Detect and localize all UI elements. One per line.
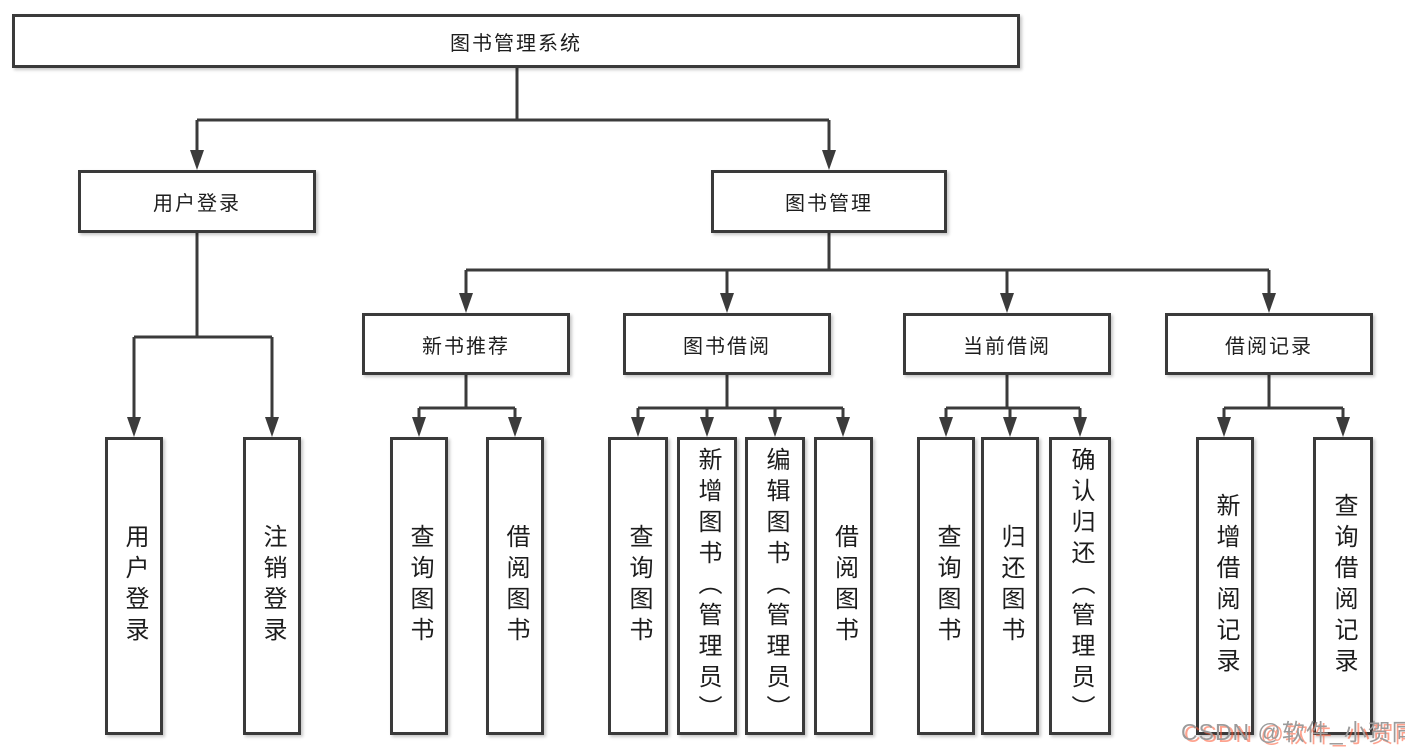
leaf-query-book-borrow: 查询图书 [608,437,668,735]
leaf-query-book-borrow-label: 查询图书 [625,524,652,648]
node-current-borrow: 当前借阅 [903,313,1111,375]
connector-current-to-leaves [939,375,1087,437]
node-root: 图书管理系统 [12,14,1020,68]
arrow-down-icon [1217,417,1231,437]
node-user-login-label: 用户登录 [153,193,241,215]
leaf-query-book-recommend: 查询图书 [390,437,448,735]
connector-root-to-level2 [190,68,836,170]
node-borrow-record: 借阅记录 [1165,313,1373,375]
arrow-down-icon [836,417,850,437]
node-new-book-recommend-label: 新书推荐 [422,335,510,358]
csdn-watermark: CSDN @软件_小贺同学 [1181,719,1405,745]
leaf-edit-book-admin-label: 编辑图书（管理员） [762,446,789,726]
node-borrow-record-label: 借阅记录 [1225,335,1313,358]
arrow-down-icon [700,417,714,437]
arrow-down-icon [127,417,141,437]
leaf-query-book-recommend-label: 查询图书 [406,524,433,648]
leaf-return-book: 归还图书 [981,437,1039,735]
node-book-management-label: 图书管理 [785,193,873,215]
arrow-down-icon [631,417,645,437]
arrow-down-icon [459,293,473,313]
arrow-down-icon [1073,417,1087,437]
node-book-borrow: 图书借阅 [623,313,831,375]
leaf-borrow-book-recommend-label: 借阅图书 [502,524,529,648]
arrow-down-icon [768,417,782,437]
connector-recommend-to-leaves [412,375,522,437]
leaf-confirm-return-admin: 确认归还（管理员） [1049,437,1111,735]
connector-book-mgmt-to-level3 [459,233,1276,313]
leaf-add-book-admin-label: 新增图书（管理员） [694,446,721,726]
leaf-add-book-admin: 新增图书（管理员） [677,437,737,735]
arrow-down-icon [508,417,522,437]
leaf-user-login: 用户登录 [105,437,163,735]
node-book-management: 图书管理 [711,170,947,233]
leaf-borrow-book-label: 借阅图书 [830,524,858,648]
leaf-return-book-label: 归还图书 [997,524,1024,648]
leaf-query-book-current-label: 查询图书 [933,524,960,648]
arrow-down-icon [1003,417,1017,437]
arrow-down-icon [939,417,953,437]
arrow-down-icon [265,417,279,437]
arrow-down-icon [190,150,204,170]
connector-borrow-to-leaves [631,375,850,437]
node-book-borrow-label: 图书借阅 [683,335,771,358]
leaf-logout-label: 注销登录 [259,524,286,648]
leaf-query-borrow-record-label: 查询借阅记录 [1330,493,1357,679]
arrow-down-icon [720,293,734,313]
connector-record-to-leaves [1217,375,1350,437]
node-new-book-recommend: 新书推荐 [362,313,570,375]
leaf-query-book-current: 查询图书 [917,437,975,735]
leaf-logout: 注销登录 [243,437,301,735]
arrow-down-icon [822,150,836,170]
node-root-label: 图书管理系统 [450,32,582,55]
leaf-confirm-return-admin-label: 确认归还（管理员） [1067,446,1094,726]
arrow-down-icon [412,417,426,437]
leaf-add-borrow-record: 新增借阅记录 [1196,437,1254,735]
leaf-query-borrow-record: 查询借阅记录 [1313,437,1373,735]
arrow-down-icon [1000,293,1014,313]
leaf-user-login-label: 用户登录 [121,524,148,648]
leaf-edit-book-admin: 编辑图书（管理员） [745,437,805,735]
arrow-down-icon [1336,417,1350,437]
connector-user-login-to-leaves [127,233,279,437]
arrow-down-icon [1262,293,1276,313]
leaf-add-borrow-record-label: 新增借阅记录 [1212,493,1239,679]
leaf-borrow-book: 借阅图书 [814,437,873,735]
node-current-borrow-label: 当前借阅 [963,335,1051,358]
leaf-borrow-book-recommend: 借阅图书 [486,437,544,735]
node-user-login: 用户登录 [78,170,316,233]
